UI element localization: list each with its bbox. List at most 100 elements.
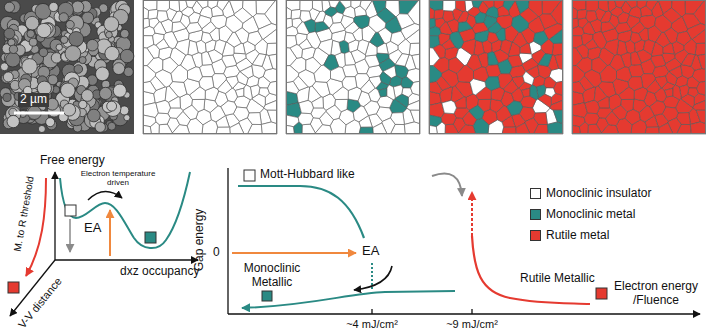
grain-blob bbox=[104, 17, 119, 32]
state-label: Monoclinic Metallic bbox=[236, 262, 308, 290]
legend-text: Monoclinic metal bbox=[546, 207, 635, 221]
grain-cell bbox=[354, 15, 370, 28]
grain-cell bbox=[626, 0, 637, 8]
grain-panels bbox=[0, 0, 706, 134]
grain-cell bbox=[572, 125, 580, 134]
axis-title: V-V distance bbox=[16, 275, 65, 331]
grain-cell bbox=[443, 11, 454, 22]
grain-cell bbox=[429, 66, 442, 83]
grain-blob bbox=[51, 53, 61, 63]
legend-swatch bbox=[530, 209, 541, 220]
grain-cell bbox=[494, 50, 509, 63]
grain-cell bbox=[143, 81, 156, 93]
grain-cell bbox=[572, 66, 585, 83]
grain-blob bbox=[38, 125, 45, 132]
scale-label: 2 µm bbox=[18, 93, 49, 107]
grain-cell bbox=[553, 110, 563, 123]
grain-cell bbox=[584, 70, 601, 87]
grain-cell bbox=[646, 0, 658, 11]
grain-cell bbox=[201, 32, 212, 43]
grain-cell bbox=[637, 0, 647, 9]
grain-cell bbox=[693, 100, 706, 110]
grain-blob bbox=[49, 2, 58, 11]
grain-cell bbox=[217, 0, 229, 11]
grain-cell bbox=[297, 22, 309, 35]
grain-cell bbox=[442, 100, 457, 113]
legend-text: Monoclinic insulator bbox=[546, 186, 651, 200]
grain-map bbox=[429, 0, 563, 134]
grain-cell bbox=[370, 32, 384, 47]
grain-cell bbox=[258, 24, 277, 40]
grain-cell bbox=[487, 32, 498, 43]
grain-map bbox=[572, 0, 706, 134]
grain-cell bbox=[687, 24, 706, 40]
grain-blob bbox=[107, 101, 117, 111]
monoclinic-metal-square bbox=[145, 232, 156, 243]
grain-cell bbox=[286, 48, 297, 66]
rutile-curve bbox=[472, 236, 590, 304]
grain-cell bbox=[143, 125, 151, 134]
grain-cell bbox=[359, 127, 373, 134]
grain-blob bbox=[22, 59, 37, 74]
grain-cell bbox=[252, 65, 265, 79]
grain-cell bbox=[395, 54, 409, 67]
grain-cell bbox=[211, 15, 227, 28]
grain-cell bbox=[221, 101, 237, 116]
grain-cell bbox=[312, 0, 322, 12]
grain-cell bbox=[544, 24, 563, 40]
grain-blob bbox=[105, 46, 119, 60]
axis-title: Electron energy /Fluence bbox=[610, 280, 702, 308]
grain-cell bbox=[621, 99, 634, 111]
rutile-metal-square bbox=[596, 288, 607, 299]
grain-cell bbox=[483, 0, 494, 8]
grain-cell bbox=[497, 15, 513, 28]
grain-blob bbox=[50, 39, 62, 51]
grain-cell bbox=[457, 65, 473, 82]
activation-arrow bbox=[109, 210, 111, 256]
grain-cell bbox=[673, 85, 681, 100]
grain-cell bbox=[407, 100, 420, 110]
grain-cell bbox=[552, 43, 563, 56]
grain-cell bbox=[157, 0, 170, 11]
grain-cell bbox=[351, 0, 361, 9]
grain-cell bbox=[286, 125, 294, 134]
grain-cell bbox=[429, 115, 442, 127]
grain-cell bbox=[198, 15, 211, 28]
grain-blob bbox=[108, 122, 116, 130]
grain-cell bbox=[530, 85, 538, 100]
grain-cell bbox=[177, 111, 191, 125]
grain-cell bbox=[429, 81, 442, 93]
grain-cell bbox=[320, 111, 334, 125]
legend-row: Monoclinic insulator bbox=[530, 186, 651, 200]
grain-cell bbox=[208, 0, 218, 9]
grain-cell bbox=[298, 113, 313, 125]
grain-blob bbox=[63, 103, 76, 116]
grain-cell bbox=[441, 70, 458, 87]
grain-cell bbox=[291, 9, 301, 19]
grain-cell bbox=[286, 81, 299, 93]
grain-cell bbox=[157, 11, 168, 22]
monoclinic-metal-curve bbox=[242, 291, 455, 308]
grain-cell bbox=[156, 39, 169, 50]
grain-blob bbox=[66, 20, 74, 28]
legend-text: Rutile metal bbox=[546, 228, 609, 242]
grain-cell bbox=[298, 70, 315, 87]
grain-cell bbox=[512, 15, 529, 32]
grain-cell bbox=[601, 11, 612, 22]
grain-cell bbox=[597, 97, 609, 108]
grain-blob bbox=[39, 48, 48, 57]
grain-blob bbox=[4, 28, 15, 39]
grain-cell bbox=[311, 97, 323, 108]
grain-cell bbox=[395, 65, 408, 79]
grain-blob bbox=[99, 87, 111, 99]
grain-cell bbox=[630, 32, 641, 43]
grain-cell bbox=[640, 15, 656, 28]
grain-cell bbox=[550, 100, 563, 110]
axis-tick-label: 0 bbox=[213, 246, 220, 260]
grain-blob bbox=[35, 3, 51, 19]
grain-blob bbox=[120, 29, 129, 38]
grain-map bbox=[286, 0, 420, 134]
grain-cell bbox=[458, 11, 469, 22]
grain-blob bbox=[65, 46, 81, 62]
grain-cell bbox=[404, 122, 420, 134]
